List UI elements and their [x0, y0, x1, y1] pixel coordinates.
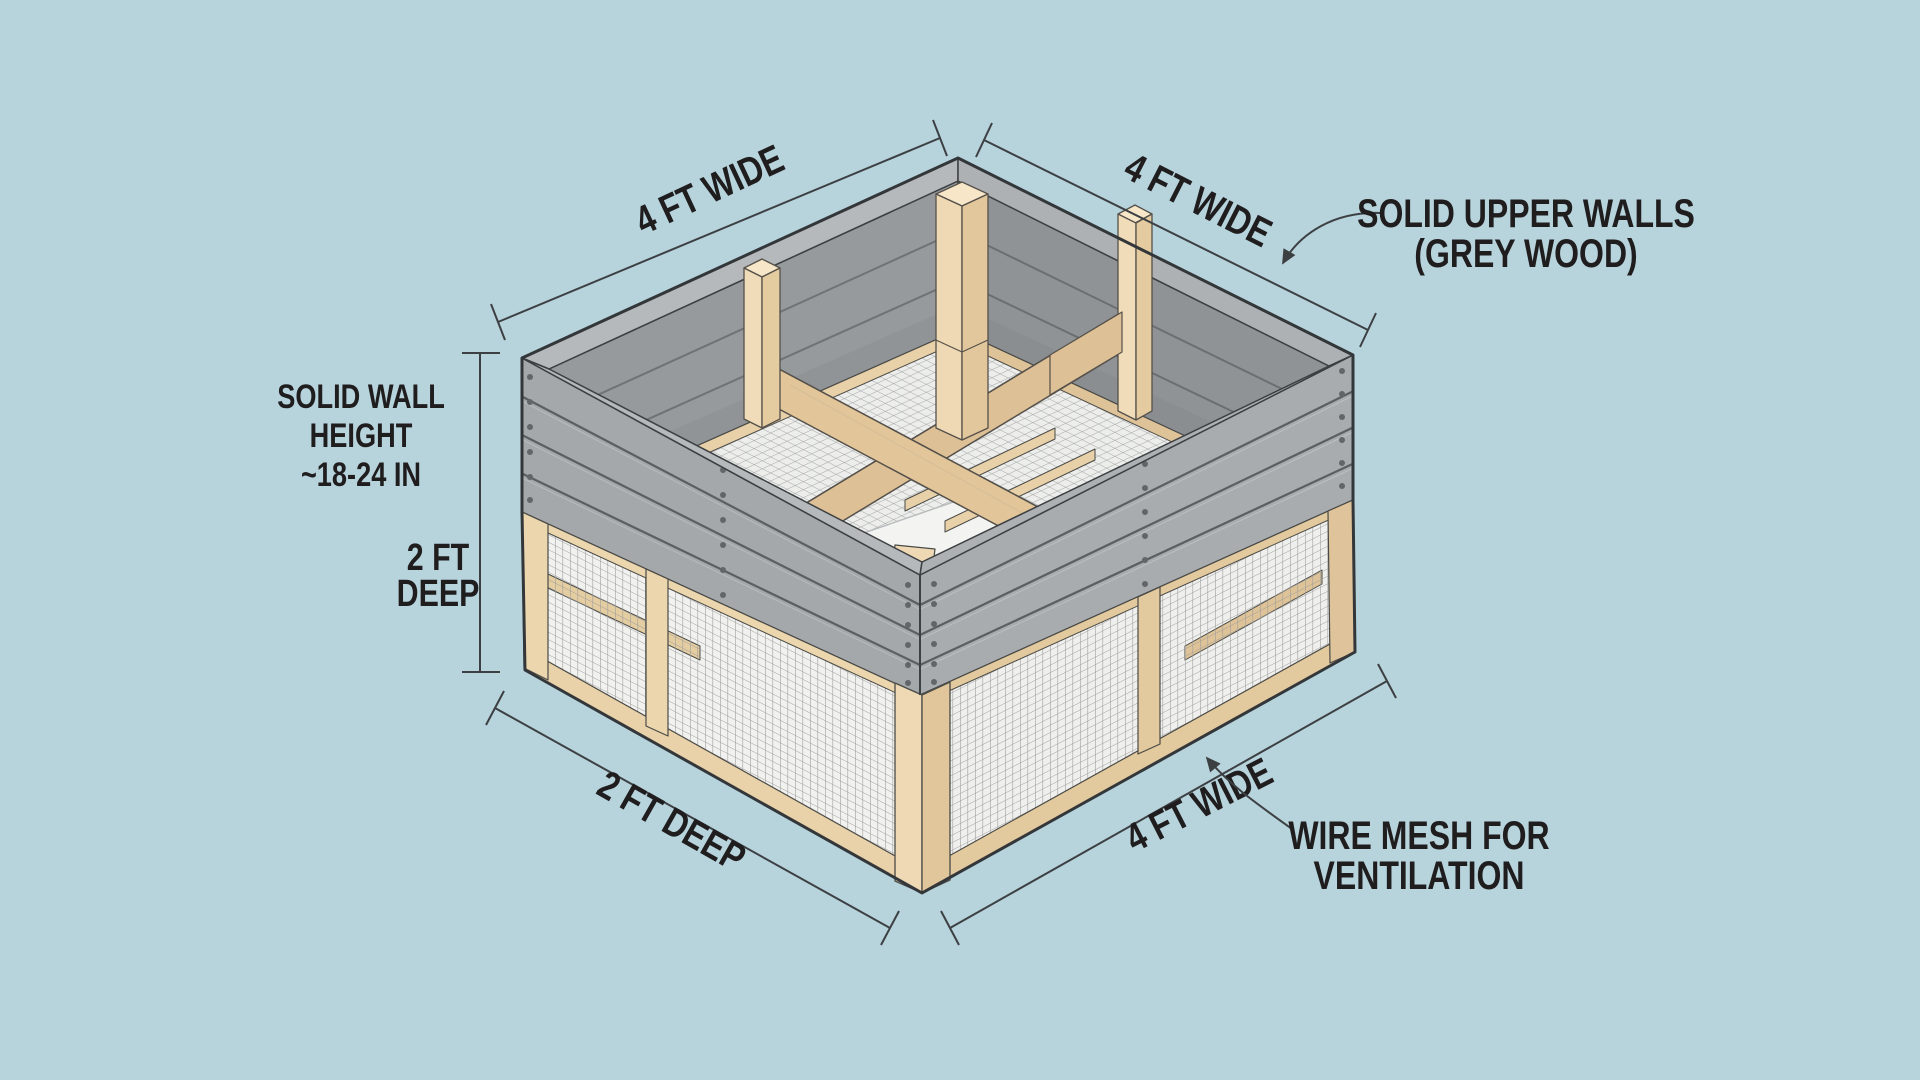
wall-height-line1: SOLID WALL — [277, 377, 445, 416]
callout-line1: SOLID UPPER WALLS — [1357, 191, 1695, 236]
enclosure-structure — [520, 156, 1357, 895]
mesh-mid-post-right — [1137, 586, 1161, 755]
callout-line2: VENTILATION — [1314, 853, 1525, 898]
screws-right-wall — [931, 368, 1345, 685]
interior-post-right — [1117, 204, 1153, 421]
dimension-wall-height: SOLID WALL HEIGHT ~18-24 IN 2 FT DEEP — [277, 352, 500, 673]
mesh-corner-post-right — [1327, 499, 1356, 664]
wire-mesh-wall-right — [919, 499, 1356, 894]
wall-height-line2: HEIGHT — [310, 416, 413, 455]
wall-height-line3: ~18-24 IN — [301, 455, 421, 494]
depth-side-line1: 2 FT — [407, 537, 469, 579]
callout-arrow — [1282, 211, 1382, 265]
wire-mesh-wall-left — [521, 511, 923, 894]
front-corner-post — [894, 681, 951, 894]
interior-post-left — [743, 258, 781, 429]
mesh-mid-post-left — [645, 568, 669, 737]
beam-post-joint — [1049, 311, 1123, 396]
callout-line2: (GREY WOOD) — [1414, 231, 1637, 276]
depth-side-line2: DEEP — [397, 573, 480, 615]
callout-arrow — [1205, 756, 1293, 830]
callout-line1: WIRE MESH FOR — [1288, 813, 1549, 858]
interior-post-back-corner — [935, 181, 989, 441]
callout-wire-mesh: WIRE MESH FOR VENTILATION — [1205, 756, 1550, 898]
structure-outline — [520, 156, 1357, 895]
callout-solid-upper-walls: SOLID UPPER WALLS (GREY WOOD) — [1282, 191, 1695, 276]
rim-front-edges — [521, 354, 1354, 576]
